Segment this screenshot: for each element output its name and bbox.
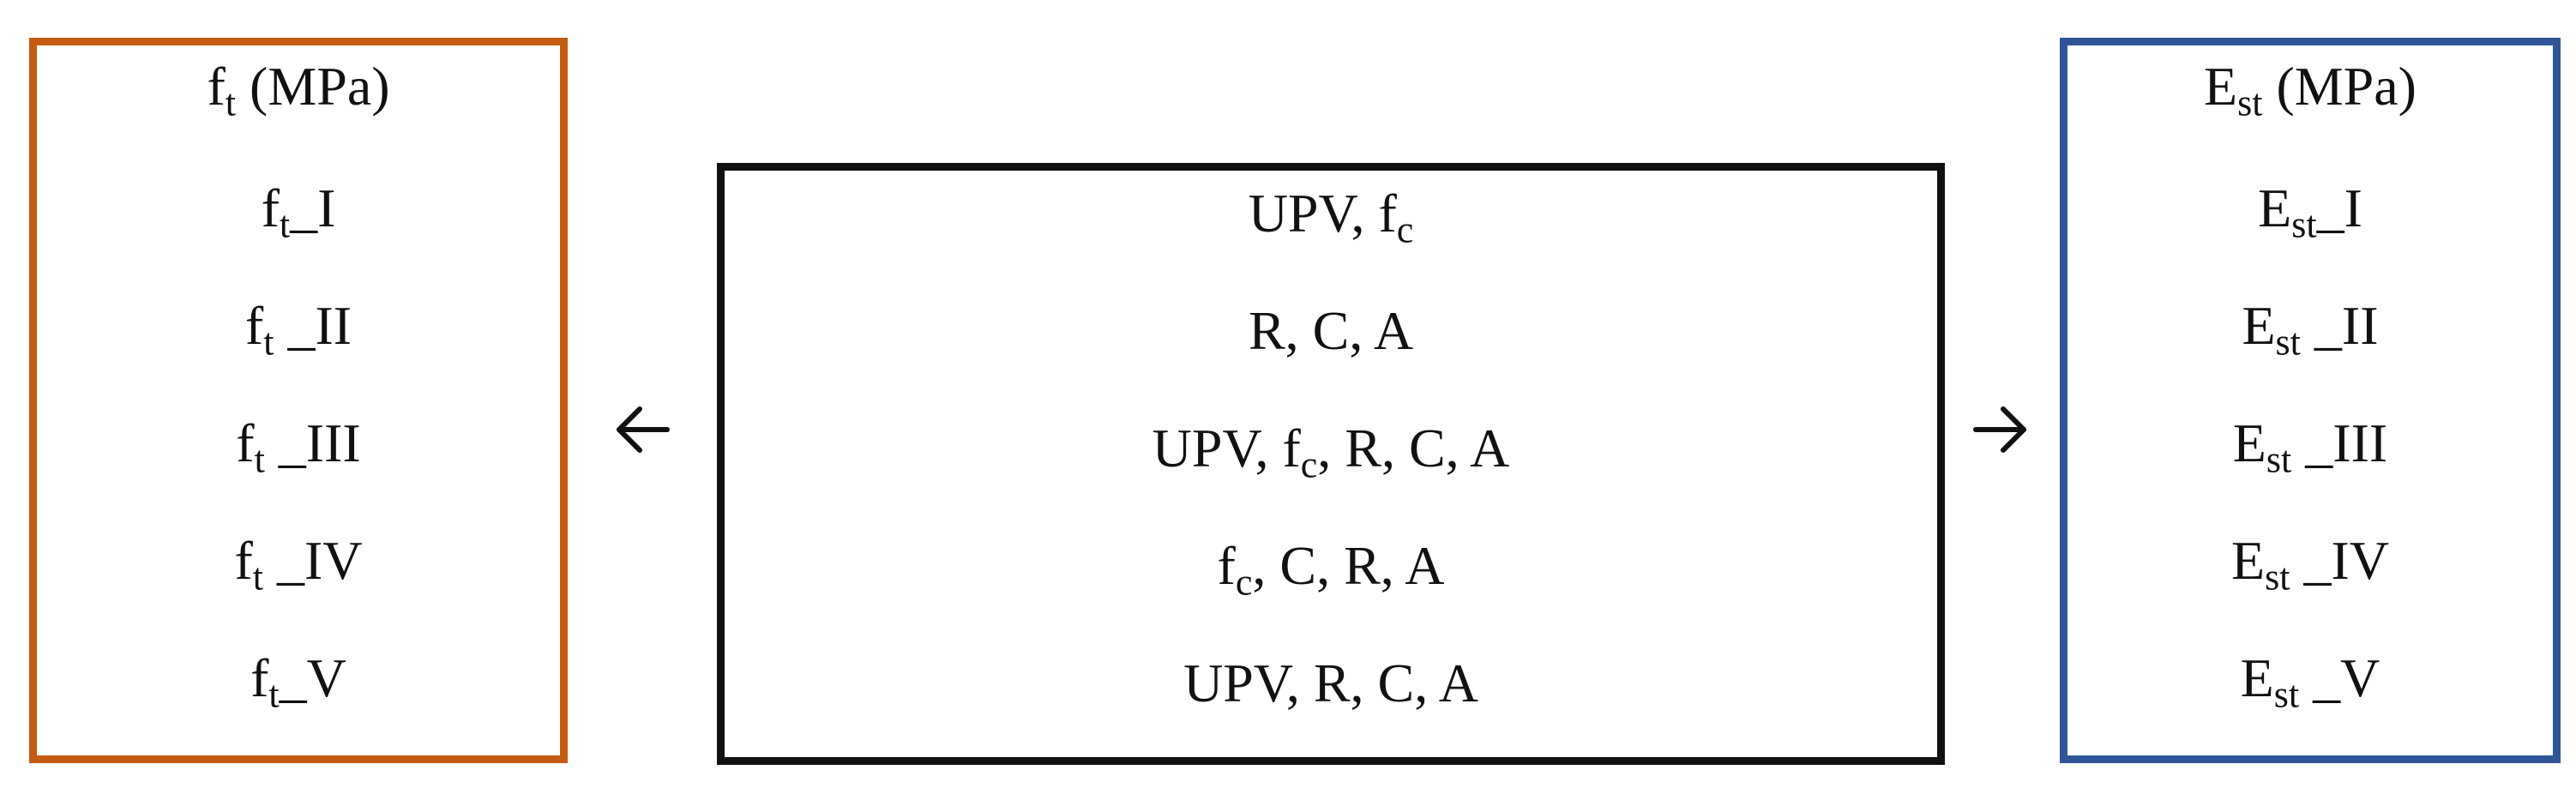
tensile-strength-item: ft _IV bbox=[234, 530, 363, 599]
arrow-right-icon bbox=[1971, 400, 2031, 460]
elastic-modulus-item: Est _V bbox=[2240, 647, 2380, 716]
tensile-strength-item: ft _II bbox=[244, 295, 352, 364]
input-combinations-box: UPV, fc R, C, A UPV, fc, R, C, A fc, C, … bbox=[717, 163, 1945, 765]
input-combination: UPV, R, C, A bbox=[1183, 653, 1478, 713]
elastic-modulus-item: Est_I bbox=[2258, 177, 2362, 246]
elastic-modulus-item: Est _IV bbox=[2231, 530, 2389, 599]
elastic-modulus-box: Est (MPa) Est_I Est _II Est _III Est _IV… bbox=[2060, 38, 2561, 763]
arrow-left-icon bbox=[612, 400, 672, 460]
input-combination: fc, C, R, A bbox=[1217, 535, 1445, 604]
tensile-strength-box: ft (MPa) ft_I ft _II ft _III ft _IV ft_V bbox=[29, 38, 568, 763]
input-combination: UPV, fc bbox=[1248, 183, 1414, 251]
elastic-modulus-item: Est _III bbox=[2232, 412, 2388, 481]
elastic-modulus-title: Est (MPa) bbox=[2204, 56, 2417, 124]
tensile-strength-item: ft _III bbox=[236, 412, 361, 481]
input-combination: R, C, A bbox=[1248, 300, 1414, 361]
tensile-strength-title: ft (MPa) bbox=[207, 56, 390, 124]
tensile-strength-item: ft_I bbox=[261, 177, 336, 246]
input-combination: UPV, fc, R, C, A bbox=[1152, 418, 1510, 486]
elastic-modulus-item: Est _II bbox=[2242, 295, 2379, 364]
tensile-strength-item: ft_V bbox=[250, 647, 346, 716]
